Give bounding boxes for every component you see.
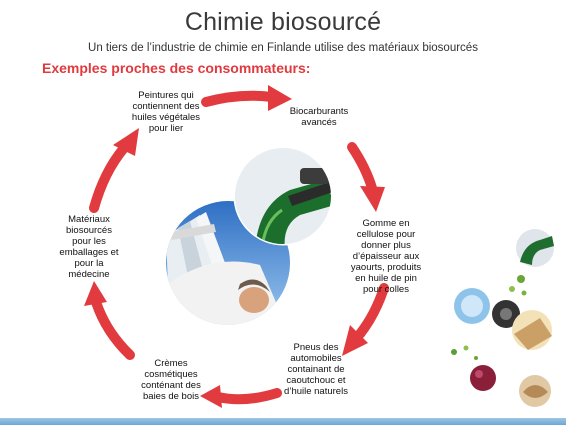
arrow-gomme-to-pneus xyxy=(342,283,389,356)
decor-berry-circle xyxy=(470,365,496,391)
decor-dot xyxy=(521,290,527,296)
arrow-materiaux-to-peintures xyxy=(89,128,139,213)
decor-blue-circle xyxy=(454,288,490,324)
decor-dot xyxy=(463,345,469,351)
cycle-arrows xyxy=(84,85,389,408)
decor-dot xyxy=(509,286,515,292)
cycle-item-gomme: Gomme en cellulose pour donner plus d’ép… xyxy=(350,218,422,295)
section-heading: Exemples proches des consommateurs: xyxy=(42,60,311,76)
cycle-item-materiaux: Matériaux biosourcés pour les emballages… xyxy=(59,214,119,280)
decor-images xyxy=(451,229,554,407)
cycle-item-peintures: Peintures qui contiennent des huiles vég… xyxy=(131,90,201,134)
decor-fuel-circle xyxy=(516,229,554,267)
decor-dot xyxy=(517,275,525,283)
decor-cardboard xyxy=(512,310,552,350)
photo-fuel-pump xyxy=(233,146,333,246)
arrow-biocarburants-to-gomme xyxy=(347,142,385,212)
decor-dot xyxy=(451,349,457,355)
decor-tire-circle xyxy=(492,300,520,328)
bottom-bar xyxy=(0,418,566,425)
arrow-peintures-to-biocarburants xyxy=(201,85,292,111)
cycle-item-cremes: Crèmes cosmétiques conténant des baies d… xyxy=(141,358,201,402)
decor-wood-circle xyxy=(519,375,551,407)
page-subtitle: Un tiers de l’industrie de chimie en Fin… xyxy=(88,42,478,54)
decor-dot xyxy=(474,356,478,360)
arrow-pneus-to-cremes xyxy=(200,385,282,408)
cycle-item-biocarburants: Biocarburants avancés xyxy=(289,106,349,128)
page-title: Chimie biosourcé xyxy=(184,8,382,36)
arrow-cremes-to-materiaux xyxy=(84,281,135,360)
cycle-item-pneus: Pneus des automobiles containant de caou… xyxy=(284,342,348,397)
